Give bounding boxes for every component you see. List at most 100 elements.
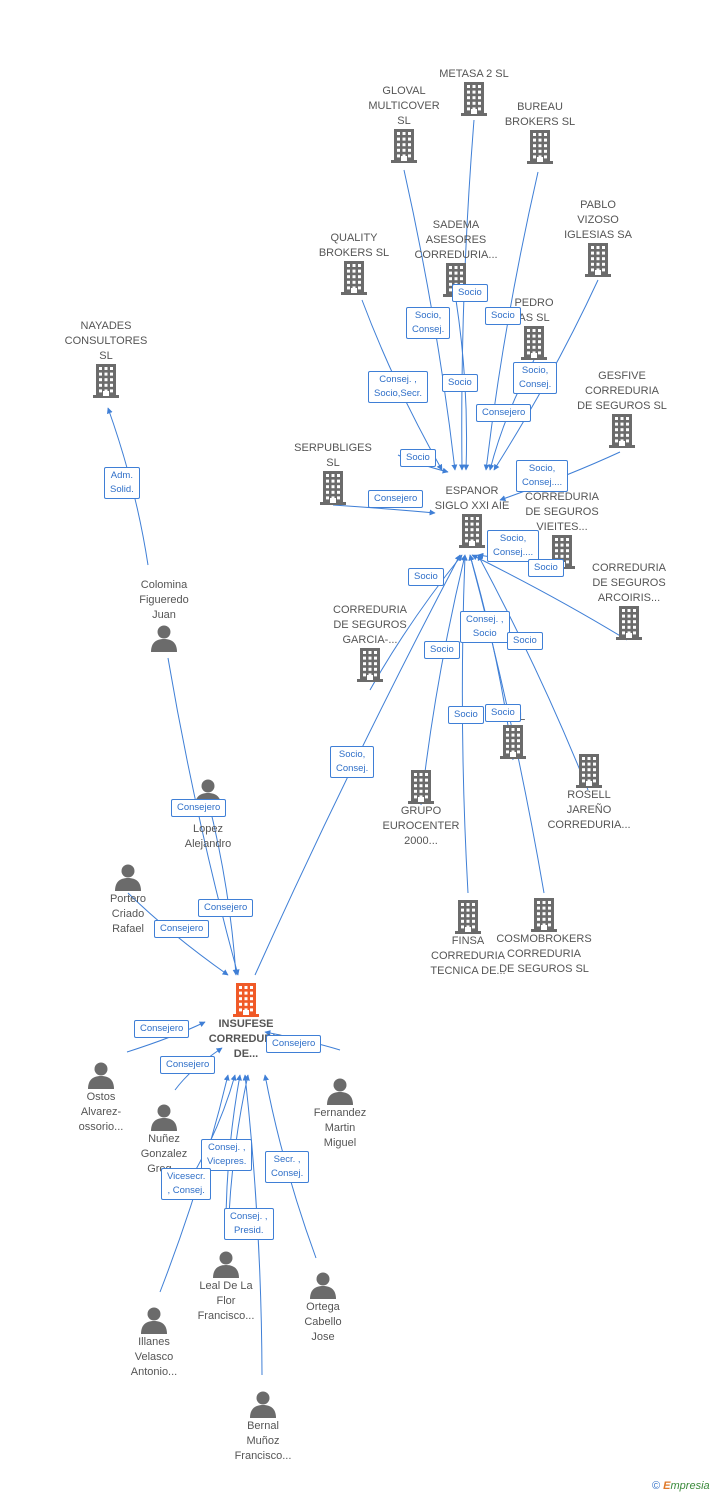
relation-label[interactable]: Socio <box>485 307 521 325</box>
node-label: Ortega Cabello Jose <box>304 1301 342 1343</box>
relation-label[interactable]: Socio <box>507 632 543 650</box>
building-icon <box>344 129 464 163</box>
person-icon <box>104 1102 224 1132</box>
node-nayades[interactable]: NAYADES CONSULTORES SL <box>46 319 166 398</box>
relation-label[interactable]: Consejero <box>198 899 254 917</box>
building-icon <box>294 261 414 295</box>
node-gesfive[interactable]: GESFIVE CORREDURIA DE SEGUROS SL <box>562 369 682 448</box>
brand-logo[interactable]: © Empresia <box>652 1480 710 1492</box>
relation-label[interactable]: Socio <box>442 374 478 392</box>
node-ostos[interactable]: Ostos Alvarez- ossorio... <box>41 1060 161 1135</box>
person-icon <box>263 1270 383 1300</box>
building-icon <box>569 606 689 640</box>
node-pedro[interactable]: PEDRO AS SL <box>474 296 594 360</box>
node-gloval[interactable]: GLOVAL MULTICOVER SL <box>344 84 464 163</box>
node-espanor[interactable]: ESPANOR SIGLO XXI AIE <box>412 484 532 548</box>
relation-label[interactable]: Socio <box>400 449 436 467</box>
node-grupo[interactable]: GRUPO EUROCENTER 2000... <box>361 770 481 849</box>
node-quality[interactable]: QUALITY BROKERS SL <box>294 231 414 295</box>
node-metasa[interactable]: METASA 2 SL <box>414 67 534 116</box>
node-leal[interactable]: Leal De La Flor Francisco... <box>166 1249 286 1324</box>
node-label: CORREDURIA DE SEGUROS VIEITES... <box>525 491 599 533</box>
relation-label[interactable]: Socio <box>528 559 564 577</box>
edge-line <box>207 799 239 976</box>
node-label: PABLO VIZOSO IGLESIAS SA <box>564 199 632 241</box>
node-label: SERPUBLIGES SL <box>294 442 372 469</box>
node-label: Bernal Muñoz Francisco... <box>234 1420 292 1462</box>
relation-label[interactable]: Socio, Consej. <box>513 362 558 394</box>
node-label: PEDRO AS SL <box>514 297 554 324</box>
relation-label[interactable]: Consej. , Presid. <box>224 1208 274 1240</box>
edge-line <box>461 554 469 894</box>
relation-label[interactable]: Socio <box>485 704 521 722</box>
person-icon <box>203 1389 323 1419</box>
node-label: Illanes Velasco Antonio... <box>130 1336 178 1378</box>
relation-label[interactable]: Consej. , Socio,Secr. <box>368 371 429 403</box>
relation-label[interactable]: Socio, Consej. <box>330 746 375 778</box>
node-label: SADEMA ASESORES CORREDURIA... <box>414 219 498 261</box>
node-vieites[interactable]: CORREDURIA DE SEGUROS VIEITES... <box>502 490 622 569</box>
node-label: Portero Criado Rafael <box>109 893 147 935</box>
relation-label[interactable]: Adm. Solid. <box>104 467 140 499</box>
relation-label[interactable]: Socio <box>448 706 484 724</box>
node-finsa[interactable]: FINSA CORREDURIA TECNICA DE... <box>408 900 528 979</box>
node-label: Leal De La Flor Francisco... <box>197 1280 255 1322</box>
building-icon <box>538 243 658 277</box>
relation-label[interactable]: Consej. , Vicepres. <box>201 1139 253 1171</box>
building-icon <box>408 900 528 934</box>
node-serpubliges[interactable]: SERPUBLIGES SL <box>273 441 393 505</box>
node-label: INSUFESE CORREDURIA DE... <box>208 1018 284 1060</box>
edge-line <box>332 504 436 516</box>
node-pablo[interactable]: PABLO VIZOSO IGLESIAS SA <box>538 198 658 277</box>
relation-label[interactable]: Consejero <box>171 799 227 817</box>
node-portero[interactable]: Portero Criado Rafael <box>68 862 188 937</box>
node-cosmo[interactable]: COSMOBROKERS CORREDURIA DE SEGUROS SL <box>484 898 604 977</box>
person-icon <box>94 1305 214 1335</box>
building-icon <box>186 983 306 1017</box>
node-label: BUREAU BROKERS SL <box>504 101 576 128</box>
node-rosell[interactable]: ROSELL JAREÑO CORREDURIA... <box>529 754 649 833</box>
relation-label[interactable]: Socio <box>408 568 444 586</box>
node-label: COSMOBROKERS CORREDURIA DE SEGUROS SL <box>496 933 592 975</box>
node-illanes[interactable]: Illanes Velasco Antonio... <box>94 1305 214 1380</box>
relation-label[interactable]: Consejero <box>368 490 424 508</box>
node-garcia[interactable]: CORREDURIA DE SEGUROS GARCIA-... <box>310 603 430 682</box>
relation-label[interactable]: Consejero <box>476 404 532 422</box>
building-icon <box>310 648 430 682</box>
node-fernandez[interactable]: Fernandez Martin Miguel <box>280 1076 400 1151</box>
node-label: ROSELL JAREÑO CORREDURIA... <box>547 789 631 831</box>
relation-label[interactable]: Consejero <box>160 1056 216 1074</box>
building-icon <box>453 725 573 759</box>
relation-label[interactable]: Consej. , Socio <box>460 611 510 643</box>
node-insufese[interactable]: INSUFESE CORREDURIA DE... <box>186 983 306 1062</box>
brand-name: mpresia <box>670 1480 710 1492</box>
person-icon <box>68 862 188 892</box>
node-label: ESPANOR SIGLO XXI AIE <box>434 485 510 512</box>
relation-label[interactable]: Consejero <box>154 920 210 938</box>
edge-line <box>471 554 628 641</box>
node-label: GESFIVE CORREDURIA DE SEGUROS SL <box>577 370 667 412</box>
relation-label[interactable]: Socio <box>452 284 488 302</box>
relation-label[interactable]: Socio, Consej.... <box>487 530 540 562</box>
building-icon <box>412 514 532 548</box>
node-bernal[interactable]: Bernal Muñoz Francisco... <box>203 1389 323 1464</box>
building-icon <box>414 82 534 116</box>
node-label: Ostos Alvarez- ossorio... <box>78 1091 124 1133</box>
node-label: FINSA CORREDURIA TECNICA DE... <box>430 935 506 977</box>
node-ortega[interactable]: Ortega Cabello Jose <box>263 1270 383 1345</box>
node-colomina[interactable]: Colomina Figueredo Juan <box>104 578 224 653</box>
relation-label[interactable]: Secr. , Consej. <box>265 1151 310 1183</box>
building-icon <box>529 754 649 788</box>
relation-label[interactable]: Vicesecr. , Consej. <box>161 1168 212 1200</box>
node-label: CORREDURIA DE SEGUROS ARCOIRIS... <box>592 562 666 604</box>
relation-label[interactable]: Socio, Consej. <box>406 307 451 339</box>
node-arcoiris[interactable]: CORREDURIA DE SEGUROS ARCOIRIS... <box>569 561 689 640</box>
relation-label[interactable]: Socio, Consej.... <box>516 460 569 492</box>
relation-label[interactable]: Consejero <box>266 1035 322 1053</box>
node-bureau[interactable]: BUREAU BROKERS SL <box>480 100 600 164</box>
relation-label[interactable]: Consejero <box>134 1020 190 1038</box>
relation-label[interactable]: Socio <box>424 641 460 659</box>
building-icon <box>361 770 481 804</box>
node-label: Colomina Figueredo Juan <box>139 579 189 621</box>
node-label: Fernandez Martin Miguel <box>313 1107 367 1149</box>
